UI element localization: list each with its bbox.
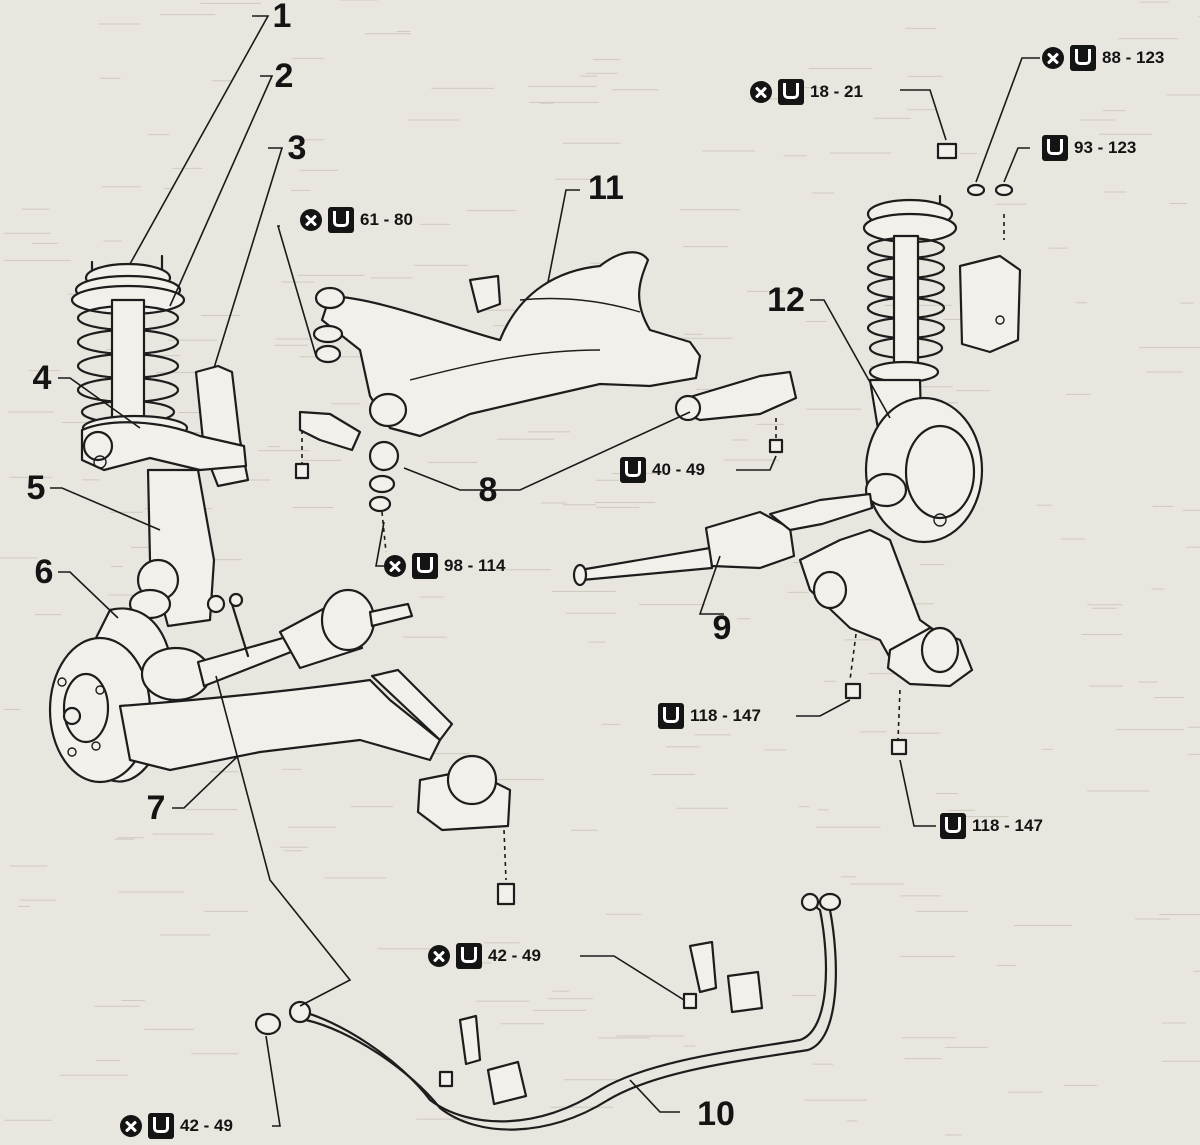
torque-88-123: 88 - 123 [1042,45,1164,71]
torque-value: 118 - 147 [690,706,761,725]
torque-value: 61 - 80 [360,210,413,229]
replace-nut-icon [428,945,450,967]
callout-12: 12 [767,281,805,319]
callout-3: 3 [287,129,307,167]
torque-value: 98 - 114 [444,556,506,575]
torque-value: 42 - 49 [488,946,541,965]
right-strut-assembly [572,142,1022,756]
torque-wrench-icon [148,1113,174,1139]
torque-wrench-icon [620,457,646,483]
torque-value: 40 - 49 [652,460,705,479]
leader-lines [50,15,1040,1127]
torque-wrench-icon [940,813,966,839]
torque-42-49-left: 42 - 49 [120,1113,233,1139]
torque-wrench-icon [778,79,804,105]
stabilizer-bar-10 [254,892,842,1131]
torque-wrench-icon [456,943,482,969]
torque-wrench-icon [412,553,438,579]
replace-nut-icon [1042,47,1064,69]
callout-5: 5 [26,469,46,507]
replace-nut-icon [750,81,772,103]
torque-wrench-icon [658,703,684,729]
link-bracket-8 [674,370,798,454]
left-strut-assembly [48,254,516,906]
callout-8: 8 [478,471,498,509]
torque-value: 93 - 123 [1074,138,1137,157]
callout-6: 6 [34,553,54,591]
callout-11: 11 [588,169,624,207]
replace-nut-icon [384,555,406,577]
torque-wrench-icon [1042,135,1068,161]
torque-42-49-center: 42 - 49 [428,943,541,969]
subframe-11 [314,251,702,438]
replace-nut-icon [300,209,322,231]
torque-wrench-icon [1070,45,1096,71]
callout-9: 9 [712,609,732,647]
torque-118-147-lower: 118 - 147 [940,813,1043,839]
torque-value: 88 - 123 [1102,48,1165,67]
callout-2: 2 [274,57,294,95]
callout-1: 1 [272,0,292,35]
torque-value: 18 - 21 [810,82,863,101]
bolt-left-arm [496,829,516,906]
torque-98-114: 98 - 114 [384,553,505,579]
torque-18-21: 18 - 21 [750,79,863,105]
torque-61-80: 61 - 80 [300,207,413,233]
mount-bushings [294,324,400,553]
torque-wrench-icon [328,207,354,233]
callout-4: 4 [32,359,52,397]
torque-40-49: 40 - 49 [620,457,705,483]
torque-value: 118 - 147 [972,816,1043,835]
torque-93-123: 93 - 123 [1042,135,1136,161]
callout-10: 10 [697,1095,735,1133]
callout-7: 7 [146,789,166,827]
torque-118-147-upper: 118 - 147 [658,703,761,729]
replace-nut-icon [120,1115,142,1137]
torque-value: 42 - 49 [180,1116,233,1135]
